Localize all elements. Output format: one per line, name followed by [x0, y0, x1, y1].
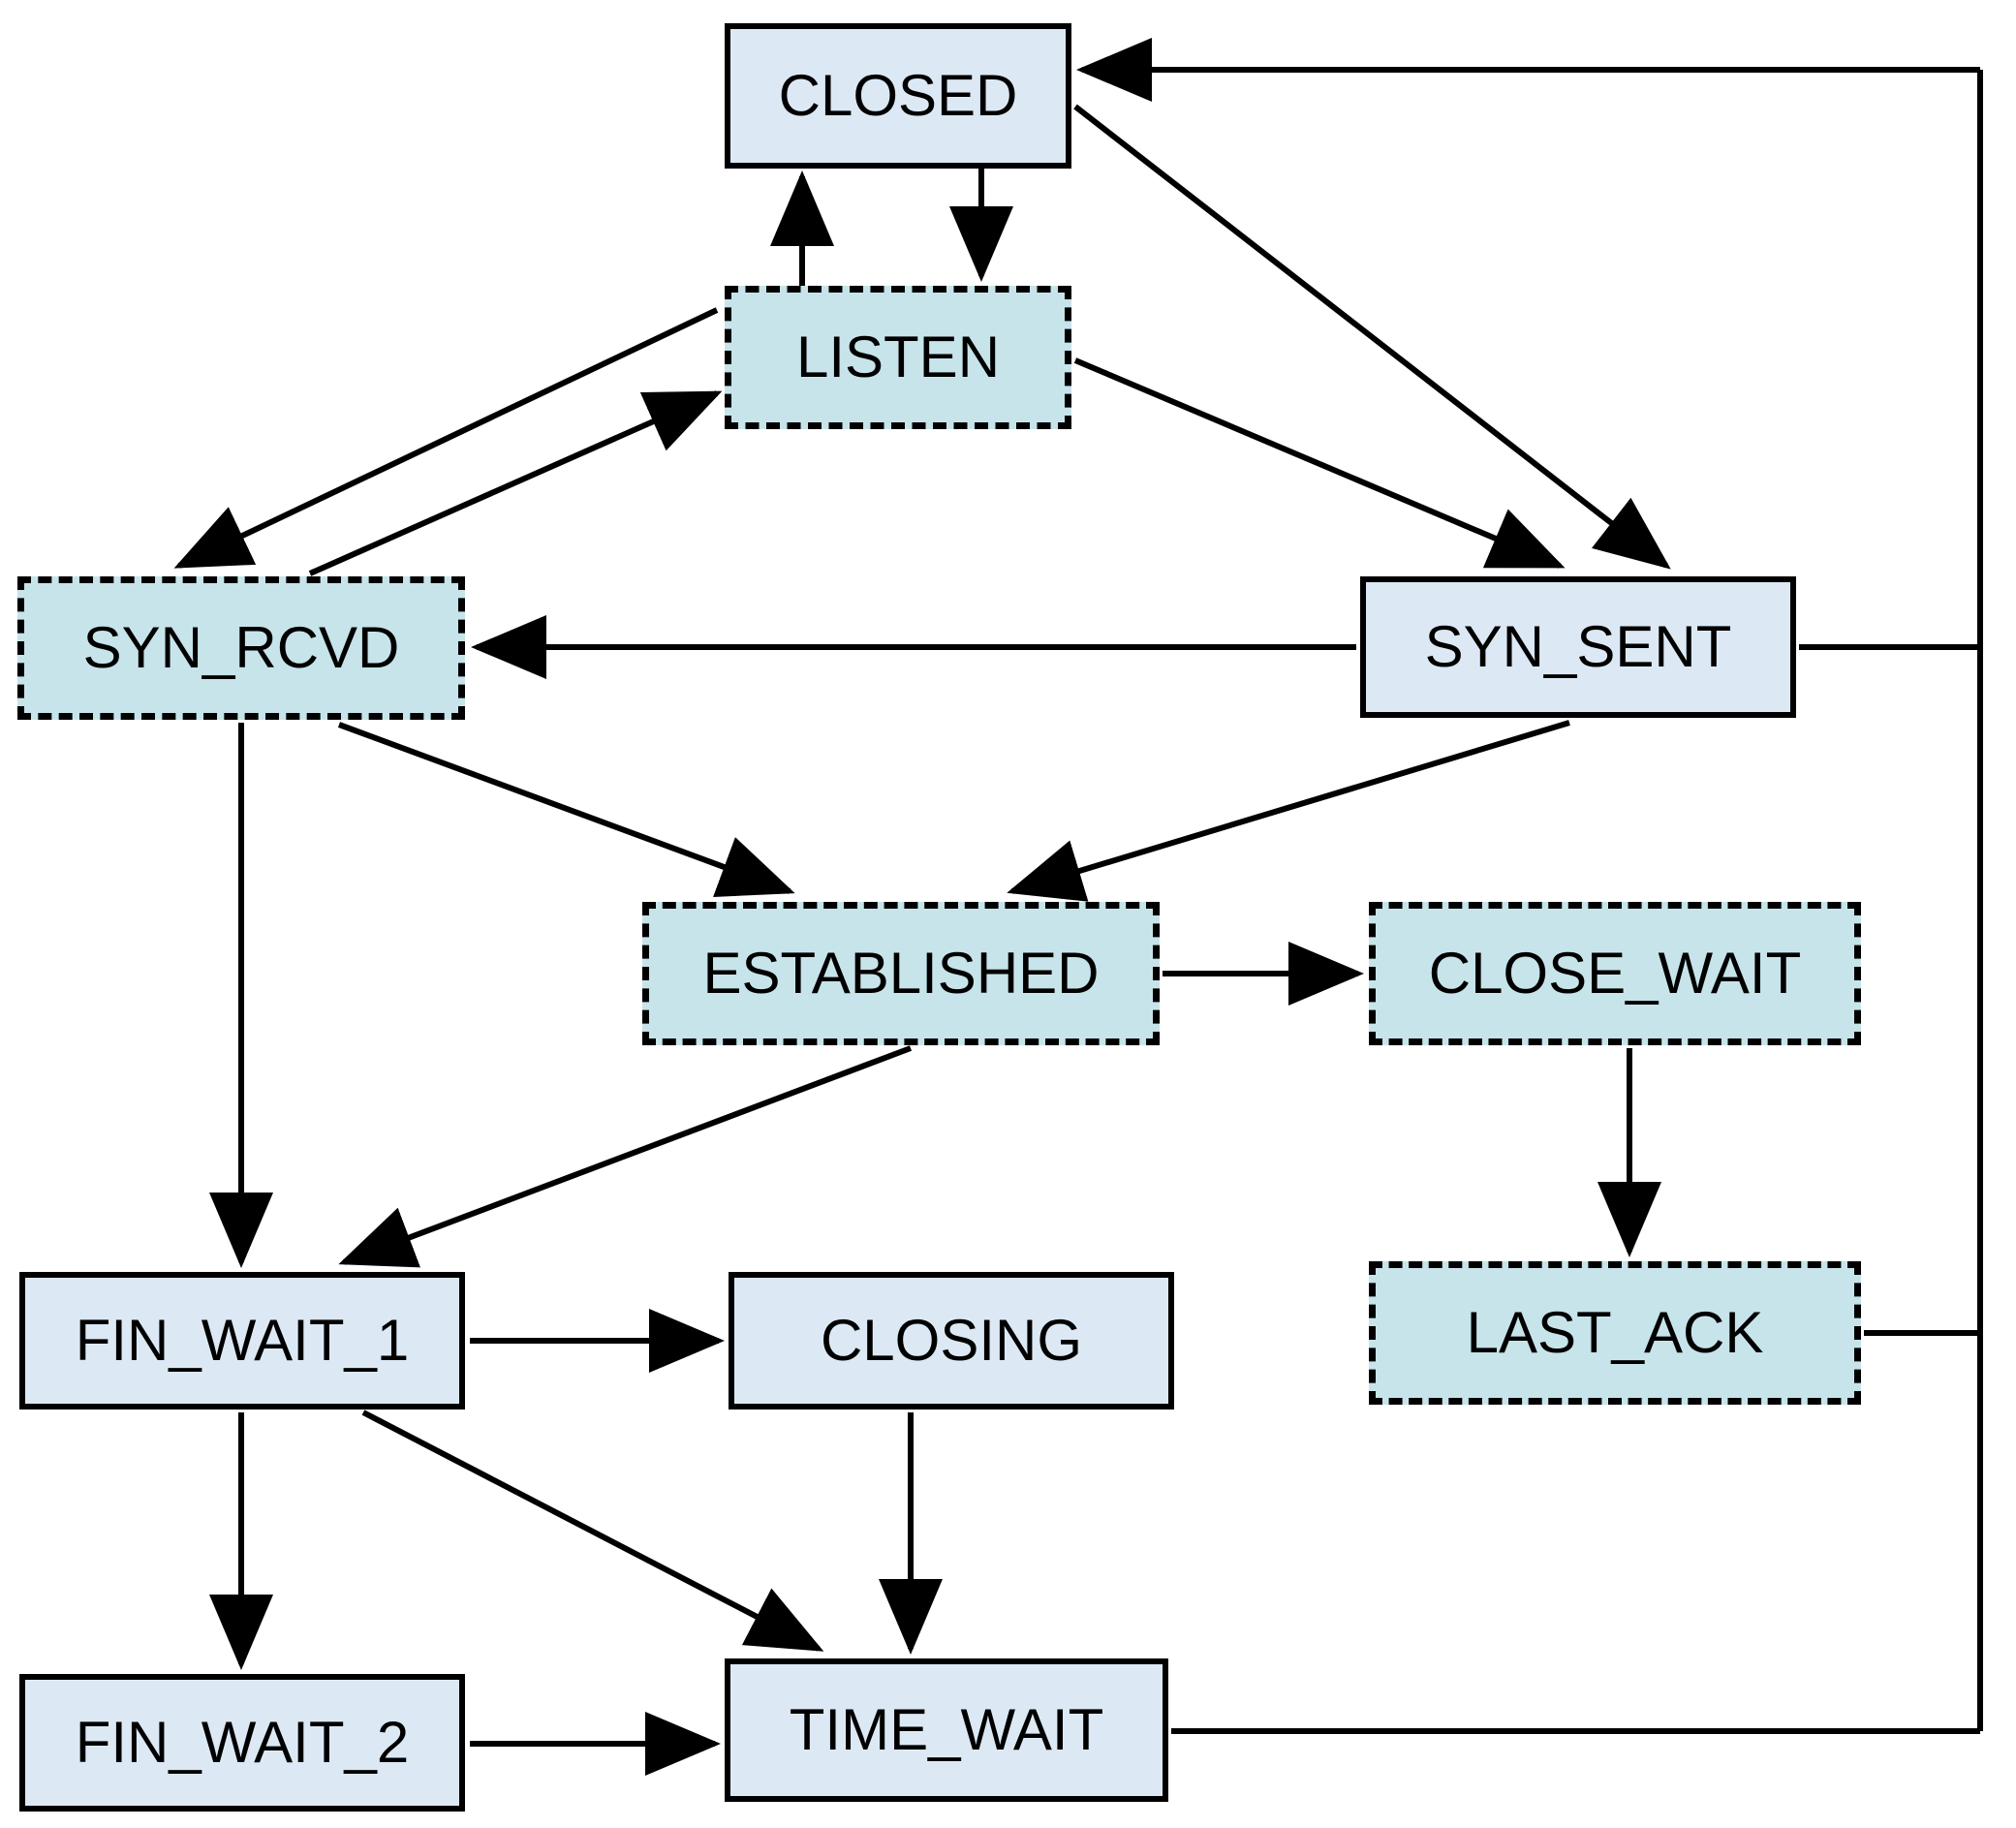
state-label-time-wait: TIME_WAIT	[789, 1697, 1104, 1762]
edge-fin-wait-1-to-time-wait	[361, 1410, 824, 1652]
state-node-fin-wait-1[interactable]: FIN_WAIT_1	[19, 1272, 465, 1410]
edge-syn-rcvd-to-established	[337, 722, 795, 897]
state-label-syn-sent: SYN_SENT	[1424, 614, 1732, 679]
state-node-close-wait[interactable]: CLOSE_WAIT	[1369, 902, 1861, 1045]
state-node-established[interactable]: ESTABLISHED	[642, 902, 1160, 1045]
state-node-listen[interactable]: LISTEN	[725, 286, 1071, 429]
state-node-last-ack[interactable]: LAST_ACK	[1369, 1261, 1861, 1405]
state-node-closing[interactable]: CLOSING	[729, 1272, 1174, 1410]
state-node-time-wait[interactable]: TIME_WAIT	[725, 1658, 1168, 1802]
state-label-closed: CLOSED	[778, 63, 1018, 128]
state-label-established: ESTABLISHED	[702, 941, 1100, 1006]
state-label-listen: LISTEN	[795, 325, 1001, 389]
edge-syn-sent-to-established	[1007, 720, 1570, 902]
state-label-syn-rcvd: SYN_RCVD	[82, 615, 400, 680]
state-node-syn-rcvd[interactable]: SYN_RCVD	[17, 576, 465, 720]
state-label-fin-wait-1: FIN_WAIT_1	[75, 1308, 410, 1373]
state-label-last-ack: LAST_ACK	[1466, 1300, 1764, 1365]
state-label-closing: CLOSING	[820, 1308, 1083, 1373]
state-label-close-wait: CLOSE_WAIT	[1428, 941, 1802, 1006]
state-label-fin-wait-2: FIN_WAIT_2	[75, 1710, 410, 1775]
state-node-closed[interactable]: CLOSED	[725, 23, 1071, 169]
edge-listen-to-syn-sent	[1073, 357, 1566, 569]
edge-syn-rcvd-to-listen	[308, 390, 723, 576]
edge-closed-to-syn-sent	[1073, 104, 1671, 570]
edge-established-to-fin-wait-1	[338, 1045, 913, 1268]
state-node-fin-wait-2[interactable]: FIN_WAIT_2	[19, 1674, 465, 1812]
edge-listen-to-syn-rcvd	[173, 307, 719, 569]
state-node-syn-sent[interactable]: SYN_SENT	[1360, 576, 1796, 718]
